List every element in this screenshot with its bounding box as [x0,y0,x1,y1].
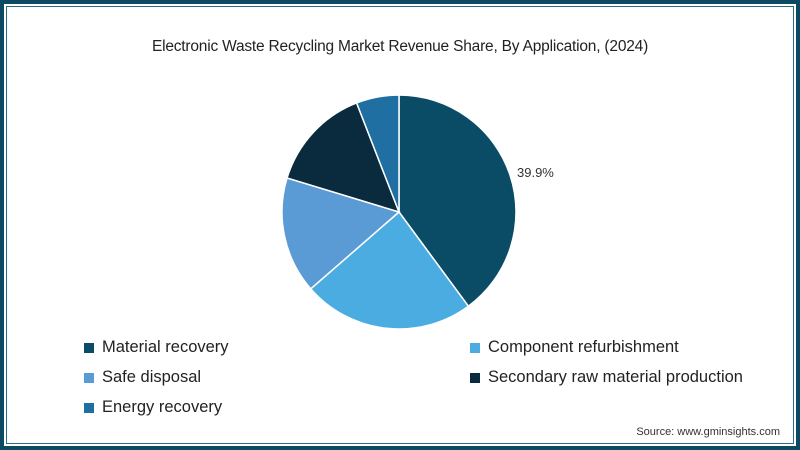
legend-swatch-icon [84,402,94,413]
legend-label: Material recovery [102,338,229,356]
pie-slices [281,94,517,330]
legend-swatch-icon [84,372,94,383]
legend-item-material-recovery: Material recovery [84,338,229,357]
legend-label: Secondary raw material production [488,368,743,386]
legend-label: Energy recovery [102,398,223,416]
legend-swatch-icon [470,372,480,383]
pie-slice-energy-recovery [355,94,400,213]
legend-item-energy-recovery: Energy recovery [84,398,222,417]
legend-swatch-icon [84,342,94,353]
legend-label: Safe disposal [102,368,202,386]
pie-slice-component-refurbishment [309,210,470,330]
legend-item-component-refurbishment: Component refurbishment [470,338,679,357]
pie-slice-material-recovery [398,94,517,308]
slice-label-material-recovery: 39.9% [517,165,554,180]
pie-slice-safe-disposal [281,177,401,290]
legend-item-secondary-raw-material-production: Secondary raw material production [470,368,743,387]
chart-title: Electronic Waste Recycling Market Revenu… [151,38,649,55]
source-note: Source: www.gminsights.com [636,426,780,438]
legend-item-safe-disposal: Safe disposal [84,368,201,387]
legend-label: Component refurbishment [488,338,679,356]
legend-swatch-icon [470,342,480,353]
pie-slice-secondary-raw-material-production [286,101,401,214]
